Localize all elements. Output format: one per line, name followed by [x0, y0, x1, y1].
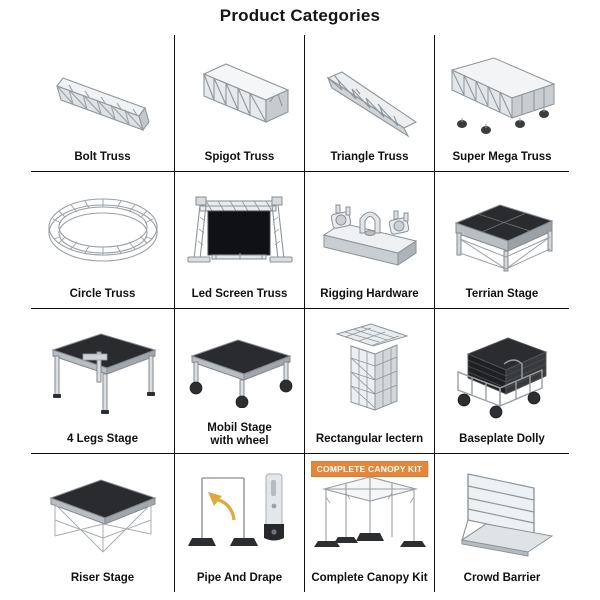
- product-cell-terrian-stage[interactable]: Terrian Stage: [435, 172, 569, 309]
- bolt-truss-image: [31, 35, 174, 151]
- page-title: Product Categories: [219, 6, 381, 25]
- product-label: Complete Canopy Kit: [311, 572, 428, 584]
- product-cell-pipe-and-drape[interactable]: Pipe And Drape: [175, 454, 305, 592]
- triangle-truss-image: [305, 35, 434, 151]
- rigging-hardware-image: [305, 172, 434, 288]
- product-cell-triangle-truss[interactable]: Triangle Truss: [305, 35, 435, 172]
- product-label: Led Screen Truss: [191, 288, 288, 300]
- product-label: Mobil Stage with wheel: [207, 422, 272, 447]
- four-legs-stage-image: [31, 309, 174, 433]
- product-cell-spigot-truss[interactable]: Spigot Truss: [175, 35, 305, 172]
- product-cell-crowd-barrier[interactable]: Crowd Barrier: [435, 454, 569, 592]
- product-cell-circle-truss[interactable]: Circle Truss: [31, 172, 175, 309]
- product-label: Super Mega Truss: [452, 151, 552, 163]
- product-label: 4 Legs Stage: [67, 433, 138, 445]
- product-label: Bolt Truss: [74, 151, 131, 163]
- product-label: Terrian Stage: [465, 288, 539, 300]
- product-label: Triangle Truss: [330, 151, 409, 163]
- product-cell-bolt-truss[interactable]: Bolt Truss: [31, 35, 175, 172]
- product-label: Rectangular lectern: [315, 433, 424, 445]
- mobil-stage-with-wheel-image: [175, 309, 304, 422]
- led-screen-truss-image: [175, 172, 304, 288]
- spigot-truss-image: [175, 35, 304, 151]
- crowd-barrier-image: [435, 454, 569, 572]
- product-label: Riser Stage: [70, 572, 135, 584]
- product-cell-rectangular-lectern[interactable]: Rectangular lectern: [305, 309, 435, 454]
- product-cell-super-mega-truss[interactable]: Super Mega Truss: [435, 35, 569, 172]
- product-cell-mobil-stage-with-wheel[interactable]: Mobil Stage with wheel: [175, 309, 305, 454]
- product-label: Circle Truss: [69, 288, 136, 300]
- product-label: Spigot Truss: [204, 151, 275, 163]
- product-label: Pipe And Drape: [196, 572, 283, 584]
- product-grid: Bolt Truss: [31, 35, 569, 592]
- terrian-stage-image: [435, 172, 569, 288]
- product-label: Baseplate Dolly: [459, 433, 545, 445]
- baseplate-dolly-image: [435, 309, 569, 433]
- product-cell-riser-stage[interactable]: Riser Stage: [31, 454, 175, 592]
- product-cell-rigging-hardware[interactable]: Rigging Hardware: [305, 172, 435, 309]
- rectangular-lectern-image: [305, 309, 434, 433]
- pipe-and-drape-image: [175, 454, 304, 572]
- product-cell-complete-canopy-kit[interactable]: COMPLETE CANOPY KIT: [305, 454, 435, 592]
- super-mega-truss-image: [435, 35, 569, 151]
- riser-stage-image: [31, 454, 174, 572]
- product-label: Rigging Hardware: [320, 288, 419, 300]
- product-label: Crowd Barrier: [463, 572, 541, 584]
- product-cell-led-screen-truss[interactable]: Led Screen Truss: [175, 172, 305, 309]
- product-cell-baseplate-dolly[interactable]: Baseplate Dolly: [435, 309, 569, 454]
- circle-truss-image: [31, 172, 174, 288]
- complete-canopy-kit-image: [305, 454, 434, 572]
- product-cell-4-legs-stage[interactable]: 4 Legs Stage: [31, 309, 175, 454]
